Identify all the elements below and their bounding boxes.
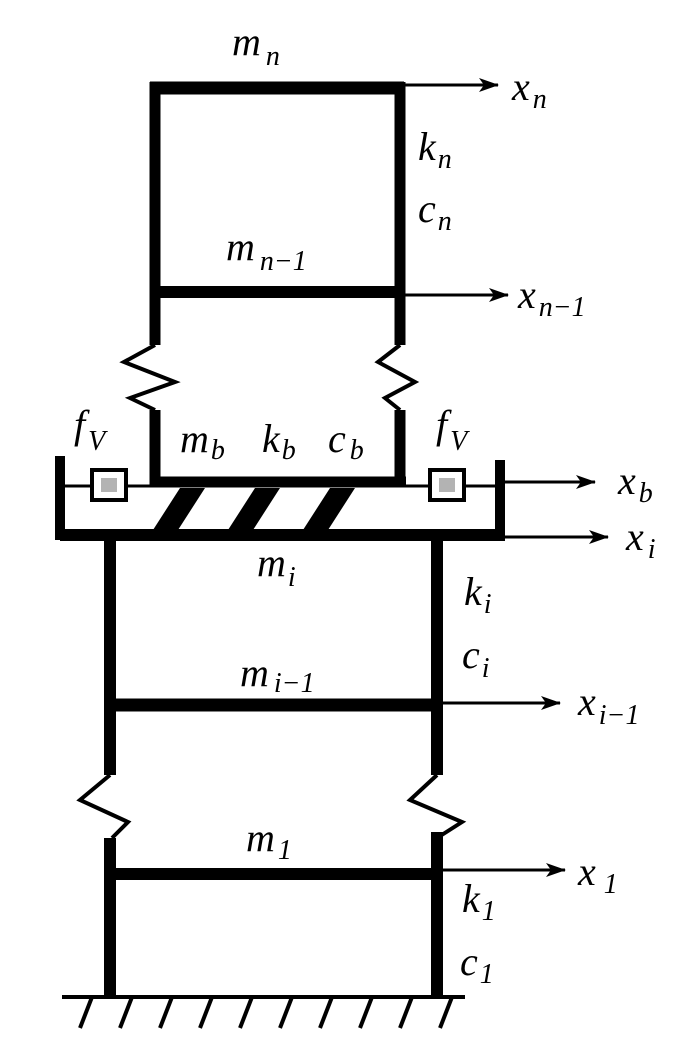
damper-right-core xyxy=(439,478,455,492)
label-k-i: ki xyxy=(464,569,492,620)
label-m-i: mi xyxy=(257,540,296,593)
ground-hatching xyxy=(78,996,454,1029)
spring-left-lower xyxy=(76,773,132,840)
bearing-pad-3 xyxy=(303,488,355,530)
lower-structure xyxy=(76,535,467,998)
label-k-1: k1 xyxy=(462,876,496,927)
damper-left-core xyxy=(101,478,117,492)
upper-structure xyxy=(119,81,420,485)
spring-left-upper xyxy=(119,343,181,412)
spring-right-upper xyxy=(374,343,420,412)
bearing-pad-2 xyxy=(228,488,280,530)
label-k-b: kb xyxy=(262,416,296,466)
ground xyxy=(62,995,465,1029)
label-c-i: ci xyxy=(462,632,490,684)
label-c-1: c1 xyxy=(460,939,494,990)
label-c-n: cn xyxy=(418,186,452,237)
spring-right-lower xyxy=(406,773,467,840)
bearing-pad-1 xyxy=(153,488,205,530)
isolation-layer xyxy=(55,456,505,541)
label-k-n: kn xyxy=(418,124,452,175)
label-m-b: mb xyxy=(180,416,225,466)
displacement-arrows xyxy=(404,78,609,877)
